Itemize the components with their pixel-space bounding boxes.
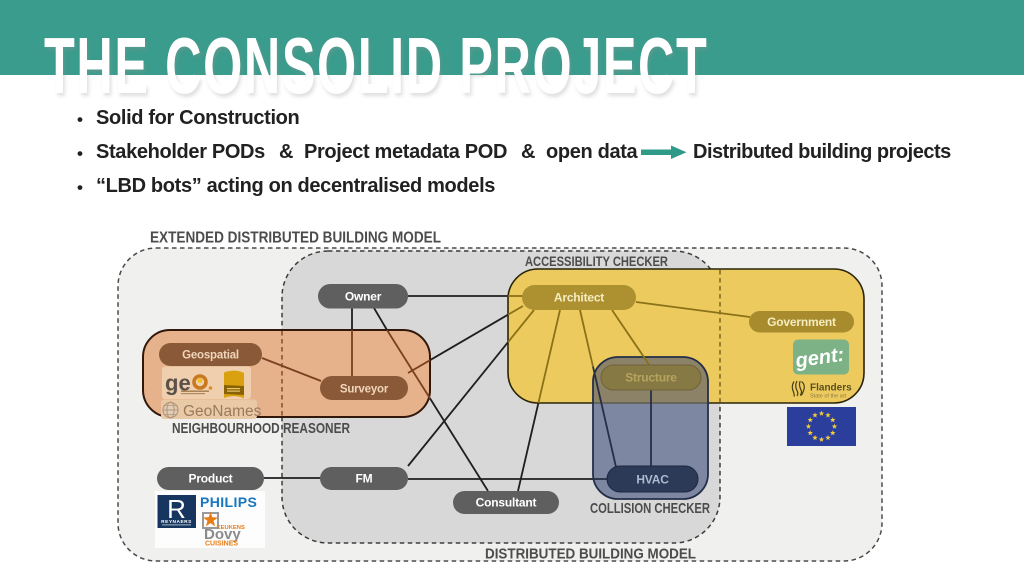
svg-text:Flanders: Flanders	[810, 383, 852, 394]
svg-text:Structure: Structure	[625, 371, 677, 385]
svg-text:CUISINES: CUISINES	[205, 541, 238, 548]
svg-text:Geospatial: Geospatial	[182, 350, 239, 362]
svg-text:REYNAERS: REYNAERS	[161, 519, 192, 525]
svg-text:Owner: Owner	[345, 290, 382, 304]
svg-text:PHILIPS: PHILIPS	[200, 494, 257, 510]
svg-text:HVAC: HVAC	[636, 473, 669, 487]
svg-text:EXTENDED DISTRIBUTED BUILDING: EXTENDED DISTRIBUTED BUILDING MODEL	[150, 230, 441, 247]
svg-text:GeoNames: GeoNames	[183, 403, 262, 420]
svg-text:FM: FM	[356, 472, 373, 486]
svg-text:Product: Product	[189, 472, 233, 486]
svg-text:R: R	[167, 494, 186, 524]
svg-text:Government: Government	[767, 315, 836, 329]
svg-text:Architect: Architect	[554, 291, 604, 305]
svg-text:Dovy: Dovy	[204, 526, 241, 543]
svg-text:ACCESSIBILITY CHECKER: ACCESSIBILITY CHECKER	[525, 254, 668, 269]
svg-text:NEIGHBOURHOOD REASONER: NEIGHBOURHOOD REASONER	[172, 420, 350, 437]
svg-text:DISTRIBUTED BUILDING MODEL: DISTRIBUTED BUILDING MODEL	[485, 546, 696, 563]
svg-text:COLLISION CHECKER: COLLISION CHECKER	[590, 500, 710, 517]
svg-text:KEUKENS: KEUKENS	[217, 525, 245, 531]
svg-text:State of the art: State of the art	[810, 394, 847, 400]
svg-text:Consultant: Consultant	[476, 496, 537, 510]
svg-text:Surveyor: Surveyor	[340, 384, 389, 396]
